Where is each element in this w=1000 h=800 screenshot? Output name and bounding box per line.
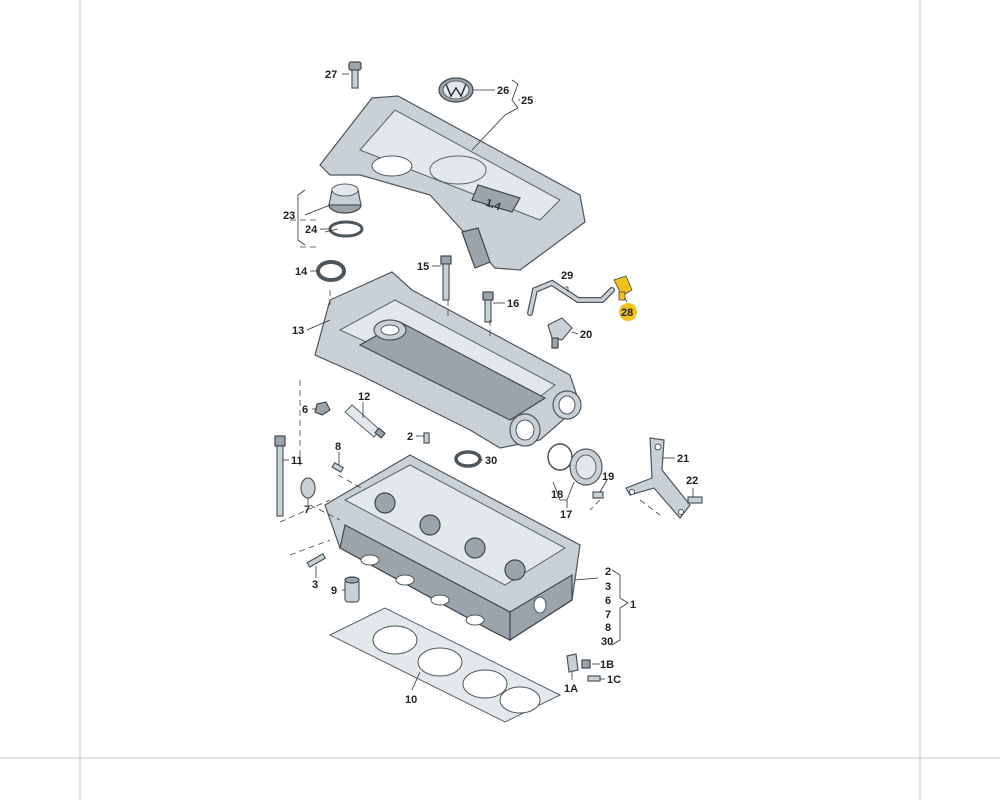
bolt-19 <box>592 491 604 499</box>
label-21: 21 <box>677 453 689 465</box>
label-22: 22 <box>686 475 698 487</box>
label-23: 23 <box>283 210 295 222</box>
label-10: 10 <box>405 694 417 706</box>
bolt-16 <box>482 291 494 323</box>
label-30: 30 <box>485 455 497 467</box>
oil-filler-cap <box>328 183 362 214</box>
part-1b <box>581 659 591 669</box>
label-18: 18 <box>551 489 563 501</box>
label-3-list: 3 <box>605 581 611 593</box>
engine-cover: 1.4 <box>319 95 586 271</box>
bolt-15 <box>440 255 452 301</box>
head-bolt-11 <box>274 435 286 517</box>
bracket-21 <box>625 437 691 519</box>
label-26: 26 <box>497 85 509 97</box>
label-28-highlight <box>619 303 637 321</box>
label-1: 1 <box>630 599 636 611</box>
seal-14 <box>316 260 346 282</box>
pin-8 <box>331 461 345 473</box>
cover-plate-17 <box>569 448 603 486</box>
leader-lines <box>283 73 694 691</box>
label-11: 11 <box>291 455 303 467</box>
label-1a: 1A <box>564 683 578 695</box>
callout-labels: 27 26 25 23 24 14 13 15 16 29 28 20 6 12… <box>283 69 698 706</box>
sensor-28 <box>613 275 633 301</box>
oil-cap-seal <box>328 220 364 238</box>
label-29: 29 <box>561 270 573 282</box>
alignment-lines <box>279 219 661 556</box>
stud-3 <box>306 552 327 568</box>
label-25: 25 <box>521 95 533 107</box>
cover-badge-text: 1.4 <box>484 197 503 214</box>
label-2-list: 2 <box>605 566 611 578</box>
plug-7 <box>300 477 316 499</box>
label-7-list: 7 <box>605 609 611 621</box>
o-ring-18 <box>547 443 573 471</box>
label-9: 9 <box>331 585 337 597</box>
label-17: 17 <box>560 509 572 521</box>
pin-2 <box>423 432 430 444</box>
label-1c: 1C <box>607 674 621 686</box>
label-3: 3 <box>312 579 318 591</box>
label-16: 16 <box>507 298 519 310</box>
label-27: 27 <box>325 69 337 81</box>
label-13: 13 <box>292 325 304 337</box>
cylinder-head <box>324 454 581 642</box>
label-15: 15 <box>417 261 429 273</box>
vw-emblem <box>438 77 474 103</box>
label-24: 24 <box>305 224 318 236</box>
label-12: 12 <box>358 391 370 403</box>
label-1b: 1B <box>600 659 614 671</box>
label-7: 7 <box>304 504 310 516</box>
nut-6 <box>314 401 331 416</box>
label-19: 19 <box>602 471 614 483</box>
bolt-22 <box>687 496 703 504</box>
label-8: 8 <box>335 441 341 453</box>
label-14: 14 <box>295 266 308 278</box>
label-20: 20 <box>580 329 592 341</box>
camshaft-housing <box>314 271 582 449</box>
seal-30 <box>454 450 482 468</box>
sealant-tube <box>344 404 386 439</box>
label-2: 2 <box>407 431 413 443</box>
bolt-27 <box>348 61 362 89</box>
plug-9 <box>344 576 360 603</box>
label-28: 28 <box>621 307 633 319</box>
head-gasket <box>328 607 562 723</box>
label-6-list: 6 <box>605 595 611 607</box>
hose-29 <box>527 279 615 316</box>
label-6: 6 <box>302 404 308 416</box>
part-1a <box>566 653 579 673</box>
label-8-list: 8 <box>605 622 611 634</box>
label-30-list: 30 <box>601 636 613 648</box>
sensor-20 <box>547 317 573 349</box>
part-1c <box>587 675 601 682</box>
